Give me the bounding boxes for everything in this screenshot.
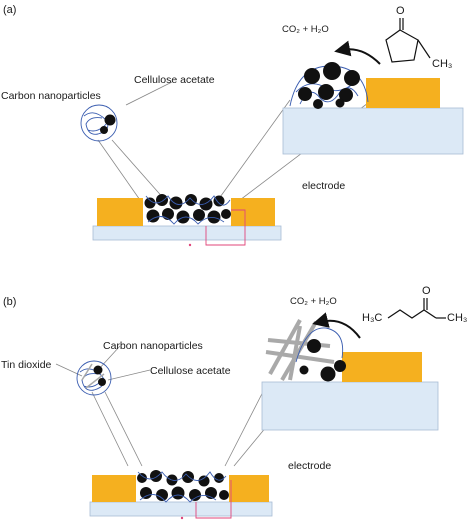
oxygen-label: O bbox=[422, 285, 431, 297]
products-label: CO₂ + H₂O bbox=[282, 24, 329, 35]
electrode-right bbox=[231, 198, 275, 226]
electrode-label: electrode bbox=[302, 180, 346, 192]
label-line bbox=[97, 345, 121, 371]
label-line bbox=[107, 369, 151, 381]
products-label: CO₂ + H₂O bbox=[290, 296, 337, 307]
panel-b bbox=[55, 298, 446, 520]
hexanone-structure bbox=[387, 298, 446, 319]
methyl-label: CH₃ bbox=[432, 58, 453, 70]
methylcyclopentanone-structure bbox=[385, 18, 431, 63]
cellulose-acetate-label: Cellulose acetate bbox=[134, 74, 215, 86]
wire-dot bbox=[188, 243, 192, 247]
composite-particle bbox=[80, 104, 118, 142]
cellulose-acetate-label: Cellulose acetate bbox=[150, 365, 231, 377]
wire bbox=[195, 480, 232, 519]
carbon-nanoparticles-label: Carbon nanoparticles bbox=[1, 90, 101, 102]
label-line bbox=[125, 81, 173, 106]
electrode-label: electrode bbox=[288, 460, 332, 472]
zoom-substrate bbox=[282, 107, 464, 155]
wire bbox=[205, 209, 246, 246]
zoom-electrode bbox=[342, 352, 422, 382]
ch3-label: CH₃ bbox=[447, 312, 468, 324]
wire-dot bbox=[180, 516, 184, 520]
panel-a bbox=[80, 18, 464, 247]
composite-particle bbox=[76, 360, 112, 396]
sensing-film bbox=[144, 194, 231, 225]
tin-dioxide-label: Tin dioxide bbox=[1, 359, 52, 371]
zoom-electrode bbox=[366, 78, 440, 108]
reaction-arrow bbox=[312, 312, 361, 339]
carbon-nanoparticles-label: Carbon nanoparticles bbox=[103, 340, 203, 352]
guide-line bbox=[97, 139, 141, 201]
guide-line bbox=[104, 391, 143, 467]
panel-a-label: (a) bbox=[3, 4, 17, 16]
electrode-left bbox=[92, 475, 136, 502]
substrate bbox=[89, 501, 273, 517]
guide-line bbox=[217, 99, 291, 201]
zoom-film bbox=[289, 62, 369, 109]
substrate bbox=[92, 225, 282, 241]
zoom-substrate bbox=[261, 381, 439, 431]
h3c-label: H₃C bbox=[362, 312, 383, 324]
guide-line bbox=[91, 391, 129, 467]
sensing-film bbox=[137, 470, 229, 503]
label-line bbox=[55, 363, 83, 377]
zoom-film bbox=[265, 319, 346, 382]
electrode-left bbox=[97, 198, 143, 226]
guide-line bbox=[111, 139, 166, 201]
reaction-arrow bbox=[334, 40, 381, 65]
electrode-right bbox=[229, 475, 269, 502]
panel-b-label: (b) bbox=[3, 296, 17, 308]
guide-line bbox=[224, 381, 269, 467]
oxygen-label: O bbox=[396, 5, 405, 17]
